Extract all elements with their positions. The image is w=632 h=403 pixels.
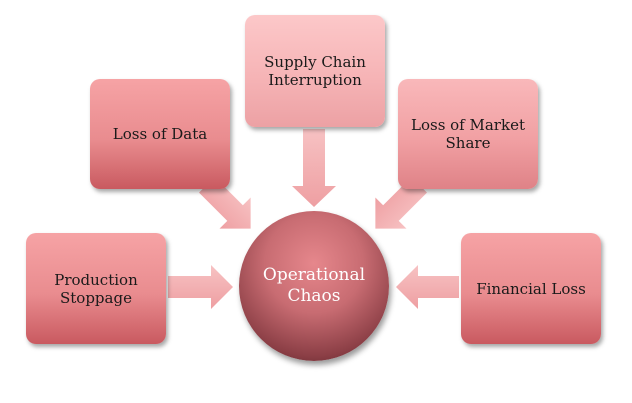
loss-of-data-label: Loss of Data (112, 125, 208, 143)
production-stoppage-label: Production Stoppage (54, 270, 138, 307)
loss-of-market-share-box: Loss of Market Share (398, 79, 538, 189)
loss-of-market-share-label: Loss of Market Share (411, 116, 525, 152)
supply-chain-interruption-box: Supply Chain Interruption (245, 15, 385, 127)
production-stoppage-box: Production Stoppage (26, 233, 166, 344)
operational-chaos-label: Operational Chaos (262, 265, 366, 306)
supply-chain-interruption-label: Supply Chain Interruption (264, 53, 366, 89)
arrow-data-to-center (199, 177, 251, 229)
financial-loss-box: Financial Loss (461, 233, 601, 344)
arrow-production-to-center (168, 265, 233, 309)
financial-loss-label: Financial Loss (476, 279, 586, 298)
loss-of-data-box: Loss of Data (90, 79, 230, 189)
operational-chaos-circle: Operational Chaos (239, 211, 389, 361)
arrow-supply-to-center (292, 129, 336, 207)
arrow-financial-to-center (396, 265, 459, 309)
arrow-market-to-center (375, 177, 427, 229)
